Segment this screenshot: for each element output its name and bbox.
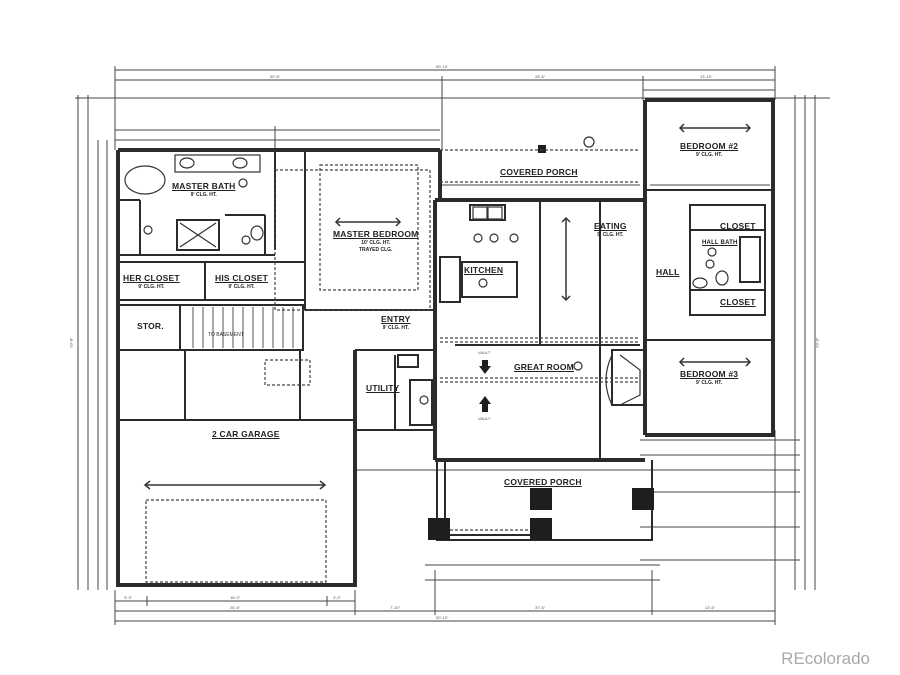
dim-top-left: 50'-6" bbox=[270, 74, 281, 79]
room-ceiling: 9' CLG. HT. bbox=[696, 151, 723, 158]
room-hall: HALL bbox=[656, 268, 679, 277]
watermark: REcolorado bbox=[781, 649, 870, 668]
room-ceiling-type: TRAYED CLG. bbox=[359, 246, 393, 253]
room-name: CLOSET bbox=[720, 221, 756, 231]
dim-bottom-garage-door: 18'-0" bbox=[230, 595, 241, 600]
fixtures bbox=[124, 136, 729, 406]
dim-bottom-garage: 26'-6" bbox=[230, 605, 241, 610]
vault-label-lower: VAULT bbox=[478, 416, 491, 421]
room-name: EATING bbox=[594, 221, 627, 231]
dim-bottom-overall: 90'-10" bbox=[436, 615, 449, 620]
dim-top-right: 13'-10" bbox=[700, 74, 713, 79]
dashed-lines bbox=[145, 149, 640, 583]
room-name: HALL bbox=[656, 267, 680, 277]
room-eating: EATING 9' CLG. HT. bbox=[594, 222, 627, 238]
room-ceiling: 9' CLG. HT. bbox=[597, 231, 624, 238]
room-utility: UTILITY bbox=[366, 384, 400, 393]
room-kitchen: KITCHEN bbox=[464, 266, 503, 275]
room-his-closet: HIS CLOSET 9' CLG. HT. bbox=[215, 274, 268, 290]
room-name: BEDROOM #3 bbox=[680, 369, 739, 379]
room-great-room: GREAT ROOM bbox=[514, 363, 574, 372]
room-ceiling: 10' CLG. HT. bbox=[361, 239, 391, 246]
dim-bottom-garage-right: 3'-3" bbox=[333, 595, 341, 600]
dim-bottom-4: 13'-6" bbox=[705, 605, 716, 610]
dimension-lines bbox=[75, 66, 830, 625]
room-name: HALL BATH bbox=[702, 240, 738, 246]
room-master-bath: MASTER BATH 9' CLG. HT. bbox=[172, 182, 235, 198]
room-her-closet: HER CLOSET 9' CLG. HT. bbox=[123, 274, 180, 290]
room-ceiling: 9' CLG. HT. bbox=[228, 283, 255, 290]
room-name: MASTER BATH bbox=[172, 181, 236, 191]
room-ceiling: 9' CLG. HT. bbox=[382, 324, 409, 331]
porch-columns bbox=[428, 145, 654, 540]
room-name: ENTRY bbox=[381, 314, 411, 324]
dim-left-overall: 63'-8" bbox=[68, 337, 74, 348]
room-name: COVERED PORCH bbox=[504, 477, 582, 487]
dim-top-mid: 28'-6" bbox=[535, 74, 546, 79]
room-name: HIS CLOSET bbox=[215, 273, 269, 283]
room-stor: STOR. bbox=[137, 322, 164, 331]
room-closet-upper: CLOSET bbox=[720, 222, 756, 231]
room-name: HER CLOSET bbox=[123, 273, 180, 283]
room-name: UTILITY bbox=[366, 383, 400, 393]
vault-arrows bbox=[479, 360, 491, 412]
room-master-bedroom: MASTER BEDROOM 10' CLG. HT. TRAYED CLG. bbox=[333, 230, 418, 253]
room-closet-lower: CLOSET bbox=[720, 298, 756, 307]
room-entry: ENTRY 9' CLG. HT. bbox=[381, 315, 411, 331]
dim-top-overall: 90'-10" bbox=[436, 64, 449, 69]
stairs-label: TO BASEMENT bbox=[208, 332, 244, 338]
room-name: GREAT ROOM bbox=[514, 362, 574, 372]
room-bedroom-3: BEDROOM #3 9' CLG. HT. bbox=[680, 370, 738, 386]
room-ceiling: 9' CLG. HT. bbox=[696, 379, 723, 386]
room-ceiling: 9' CLG. HT. bbox=[190, 191, 217, 198]
dim-bottom-2: 7'-10" bbox=[390, 605, 401, 610]
room-covered-porch-front: COVERED PORCH bbox=[504, 478, 582, 487]
room-name: 2 CAR GARAGE bbox=[212, 429, 280, 439]
room-bedroom-2: BEDROOM #2 9' CLG. HT. bbox=[680, 142, 738, 158]
dim-right-overall: 63'-8" bbox=[814, 337, 820, 348]
dim-bottom-3: 37'-6" bbox=[535, 605, 546, 610]
room-name: CLOSET bbox=[720, 297, 756, 307]
room-name: BEDROOM #2 bbox=[680, 141, 739, 151]
room-name: MASTER BEDROOM bbox=[333, 229, 419, 239]
room-ceiling: 9' CLG. HT. bbox=[138, 283, 165, 290]
room-name: STOR. bbox=[137, 321, 164, 331]
room-garage: 2 CAR GARAGE bbox=[212, 430, 280, 439]
dim-bottom-garage-left: 3'-3" bbox=[124, 595, 132, 600]
room-hall-bath: HALL BATH bbox=[702, 240, 738, 246]
vault-label-upper: VAULT bbox=[478, 350, 491, 355]
room-name: COVERED PORCH bbox=[500, 167, 578, 177]
interior-walls bbox=[117, 150, 773, 541]
arrows bbox=[143, 123, 752, 490]
room-name: KITCHEN bbox=[464, 265, 504, 275]
room-covered-porch-rear: COVERED PORCH bbox=[500, 168, 578, 177]
